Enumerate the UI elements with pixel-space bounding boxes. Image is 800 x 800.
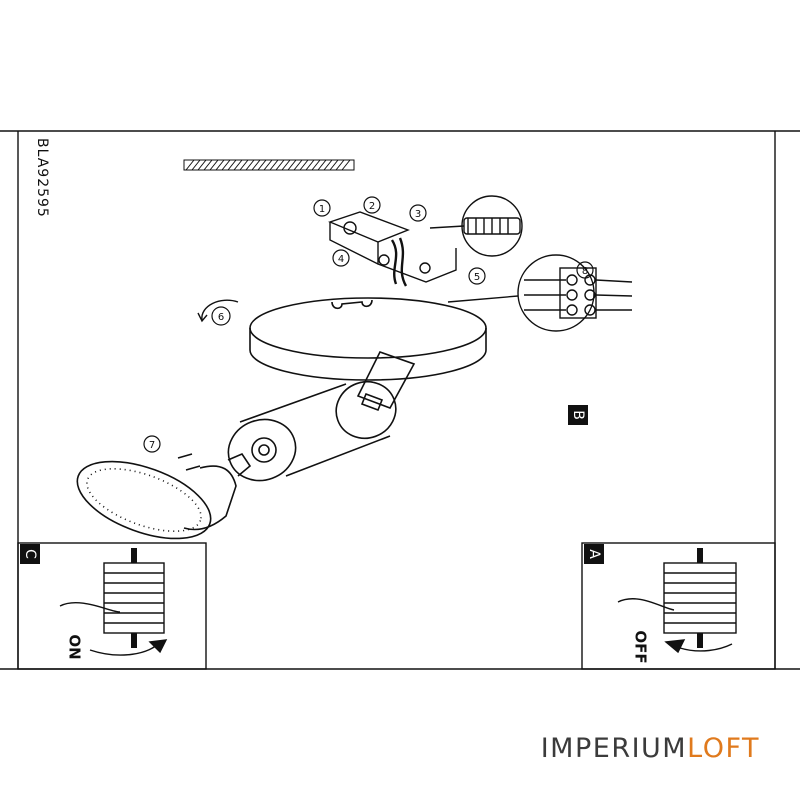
panel-c-switch	[17, 542, 207, 670]
model-code-text: BLA92595	[34, 138, 50, 218]
switch-off-label: OFF	[631, 630, 650, 664]
callout-5: 5	[474, 272, 480, 283]
panel-label-a-text: A	[585, 549, 602, 559]
watermark-part2: LOFT	[687, 733, 760, 764]
led-bulb	[76, 453, 252, 540]
callouts	[143, 196, 594, 453]
switch-on-label: ON	[65, 634, 84, 660]
watermark-part1: IMPERIUM	[540, 733, 688, 764]
rotate-arrow	[201, 299, 239, 321]
panel-label-b-text: B	[569, 410, 586, 420]
panel-a-switch	[581, 542, 776, 670]
callout-8: 8	[582, 266, 588, 277]
panel-label-c: C	[20, 544, 40, 564]
callout-3: 3	[415, 209, 421, 220]
callout-6: 6	[218, 312, 224, 323]
model-code: BLA92595	[32, 138, 56, 218]
lamp-body	[227, 380, 397, 482]
watermark-logo: IMPERIUMLOFT	[541, 733, 760, 764]
rotate-arrow-head	[197, 312, 208, 323]
screw-anchor	[429, 195, 523, 257]
ceiling-canopy	[249, 297, 487, 381]
terminal-block-detail	[447, 254, 633, 332]
panel-label-c-text: C	[22, 549, 38, 559]
panel-label-a: A	[584, 544, 604, 564]
callout-1: 1	[319, 204, 325, 215]
ceiling-hatch	[183, 159, 355, 171]
callout-4: 4	[338, 254, 344, 265]
callout-2: 2	[369, 201, 375, 212]
panel-label-b: B	[568, 405, 588, 425]
mounting-bracket	[328, 211, 457, 287]
callout-7: 7	[149, 440, 155, 451]
